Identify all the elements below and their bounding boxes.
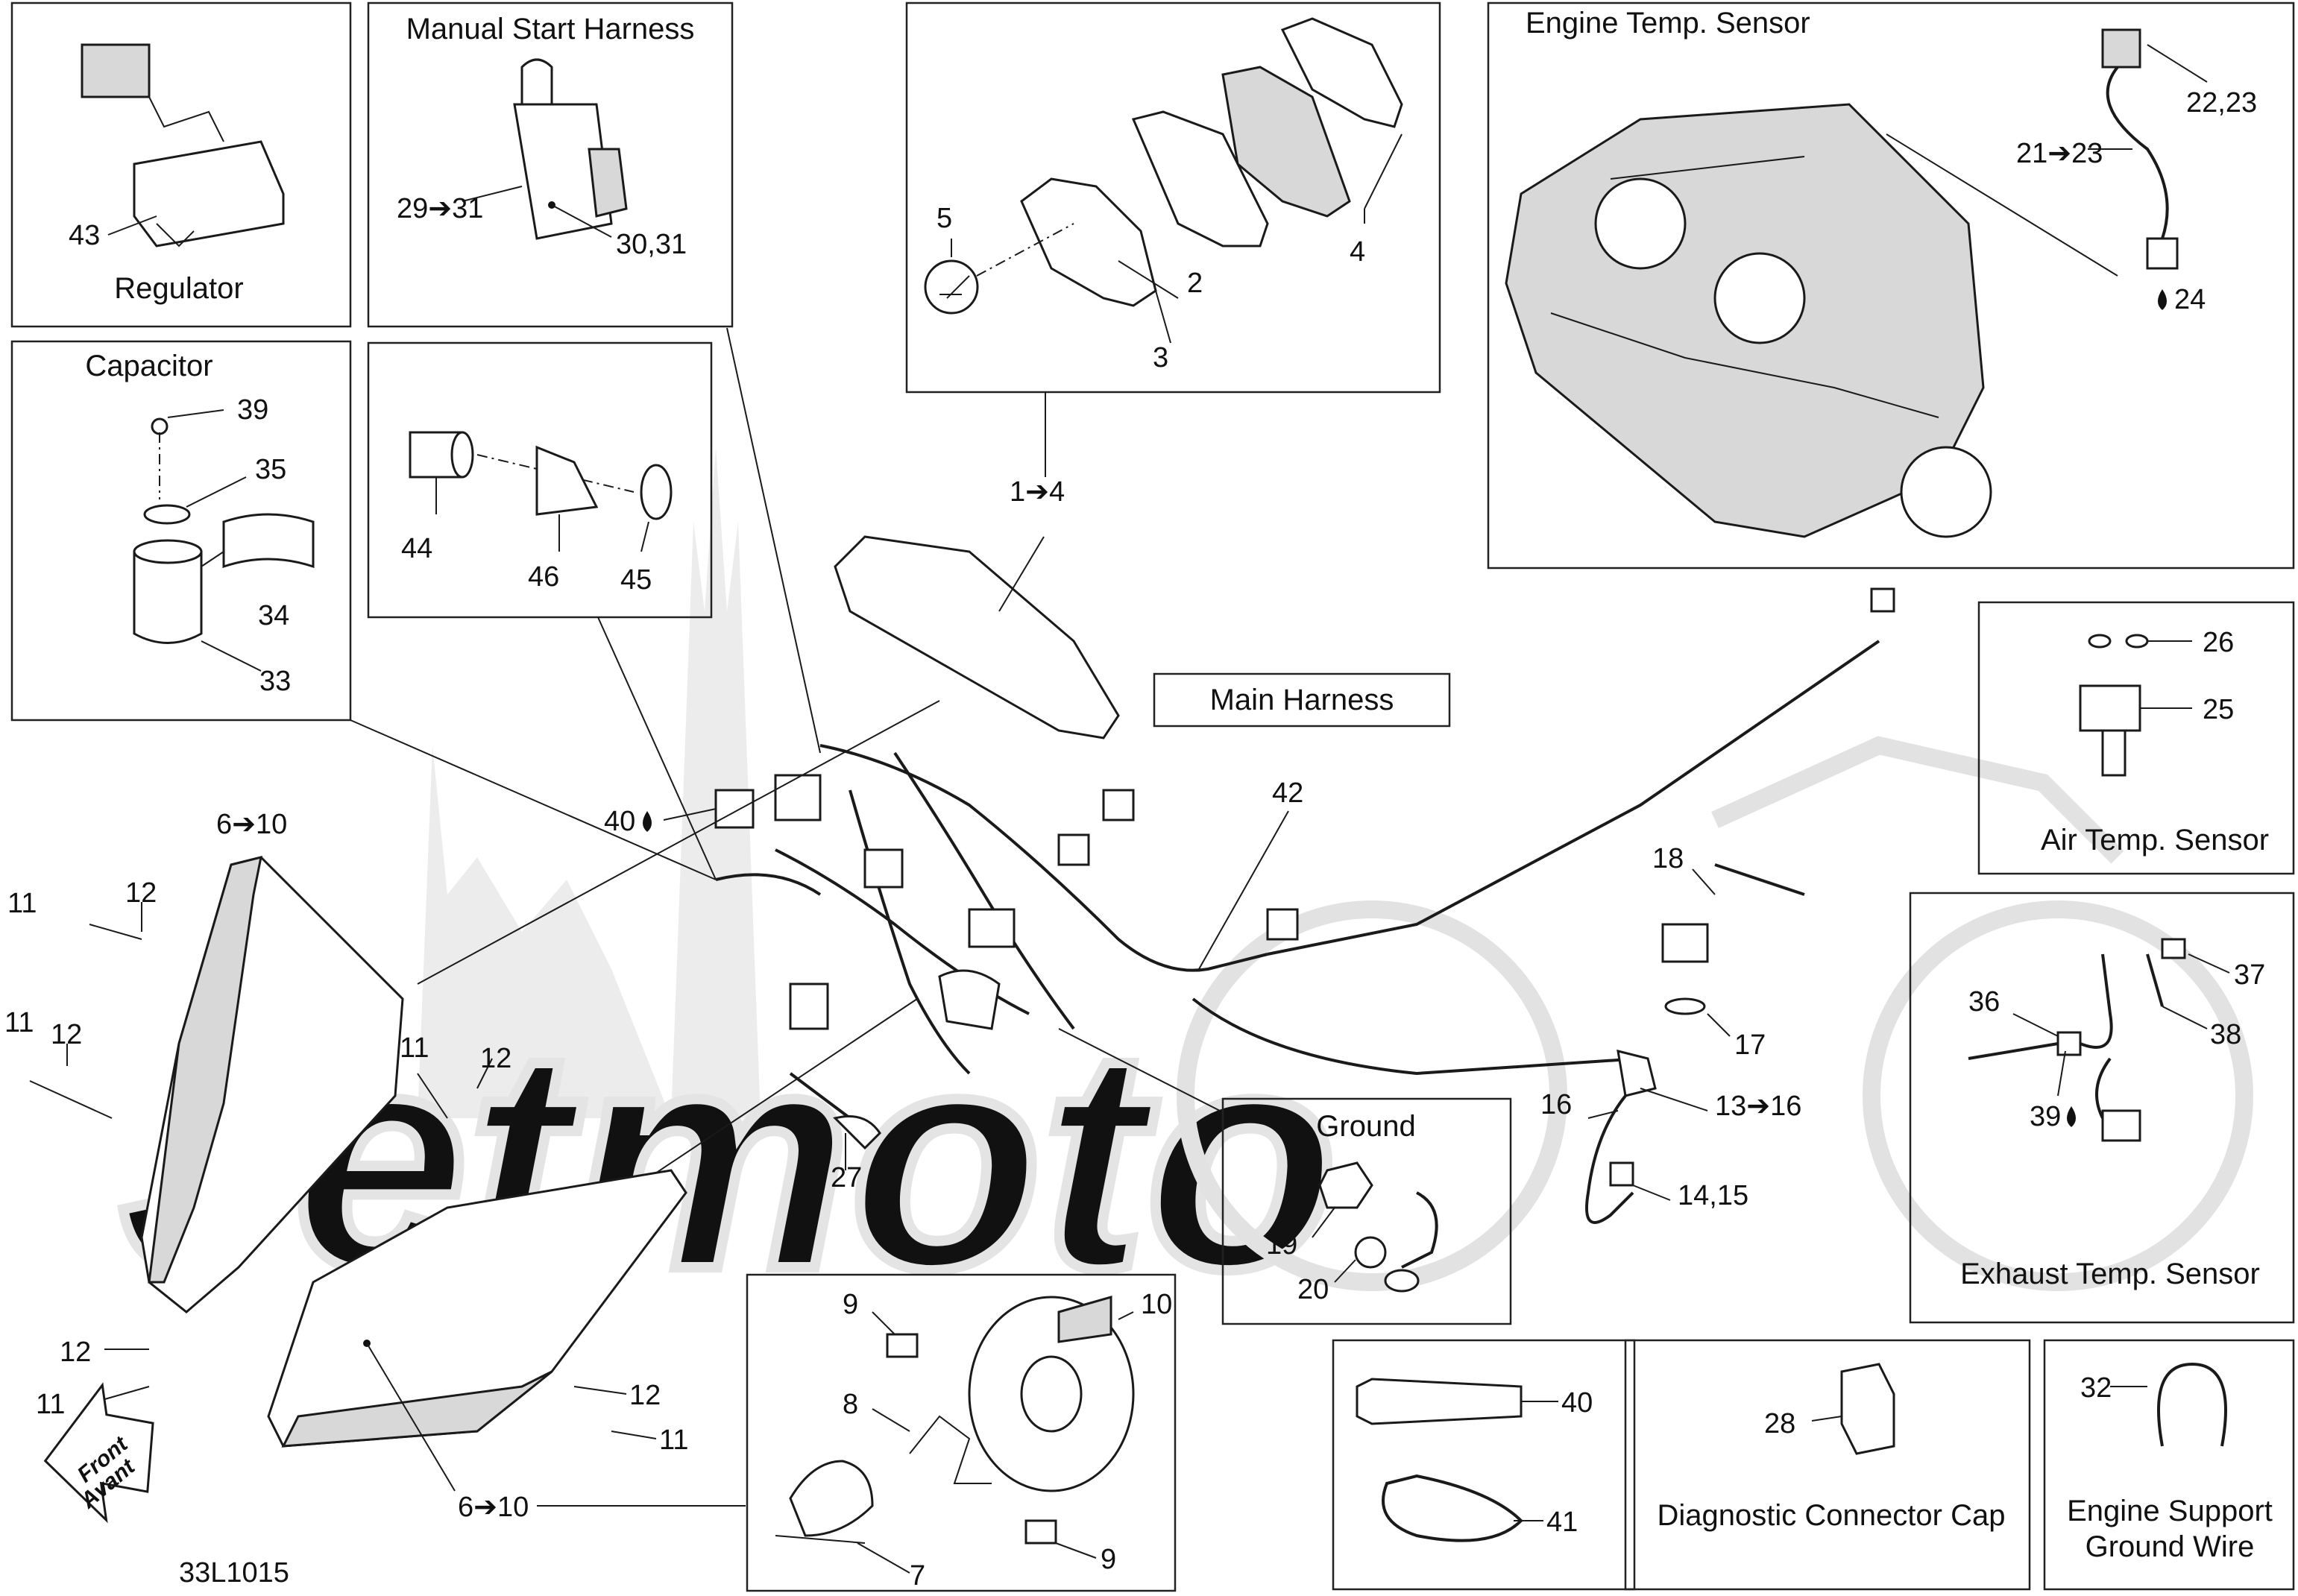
callout-27: 27	[831, 1162, 862, 1193]
headlight-right: 11 12 12 11 6➔10	[267, 1032, 746, 1523]
callout-24: 24	[2174, 284, 2206, 315]
grease-clamp-box: 40 41	[1332, 1339, 1636, 1591]
bulb-group-box: 9 10 8 7 9	[746, 1273, 1177, 1592]
callout-17: 17	[1734, 1029, 1766, 1061]
regulator-box: 43 Regulator	[10, 1, 352, 328]
callout-3: 3	[1153, 342, 1168, 373]
callout-37: 37	[2234, 959, 2265, 991]
callout-11-d: 11	[36, 1389, 65, 1420]
manual-start-harness-title: Manual Start Harness	[406, 13, 695, 45]
callout-36: 36	[1968, 986, 2000, 1018]
callout-11-b: 11	[4, 1007, 34, 1038]
callout-39-ex: 39	[2030, 1101, 2061, 1132]
main-harness-label: Main Harness 42	[1153, 672, 1451, 970]
air-temp-sensor-box: 26 25 Air Temp. Sensor	[1977, 601, 2295, 875]
tether-cord: 18 17 16 13➔16 14,15	[1540, 843, 1805, 1224]
ground-title: Ground	[1316, 1110, 1415, 1143]
callout-30-31: 30,31	[616, 229, 687, 260]
engine-temp-sensor-box: Engine Temp. Sensor 22,23 21➔23 24	[1487, 1, 2295, 570]
callout-29-31: 29➔31	[397, 193, 483, 224]
leader-line	[597, 616, 717, 880]
callout-34: 34	[258, 600, 289, 631]
callout-9-a: 9	[843, 1289, 858, 1320]
callout-28: 28	[1764, 1408, 1795, 1439]
callout-26: 26	[2203, 627, 2234, 658]
callout-40: 40	[604, 806, 635, 837]
callout-12-a: 12	[125, 877, 157, 909]
callout-5: 5	[936, 203, 952, 234]
callout-12-c: 12	[480, 1043, 511, 1074]
air-temp-sensor-title: Air Temp. Sensor	[2041, 824, 2269, 857]
engine-support-ground-wire-box: 32 Engine Support Ground Wire	[2043, 1339, 2295, 1591]
diagram-code: 33L1015	[179, 1557, 289, 1589]
callout-14-15: 14,15	[1678, 1180, 1748, 1211]
callout-46: 46	[528, 561, 559, 593]
callout-38: 38	[2210, 1019, 2241, 1050]
engine-support-ground-wire-title-2: Ground Wire	[2085, 1530, 2255, 1563]
callout-21-23: 21➔23	[2016, 138, 2103, 169]
callout-8: 8	[843, 1389, 858, 1420]
callout-11-c: 11	[400, 1032, 429, 1064]
callout-12-b: 12	[51, 1019, 82, 1050]
callout-25: 25	[2203, 694, 2234, 725]
callout-43: 43	[69, 220, 100, 251]
leader-line	[350, 719, 717, 880]
callout-6-10-top: 6➔10	[216, 809, 287, 840]
drop-icon	[643, 811, 652, 832]
main-harness-drawing: 27 1➔4 40	[604, 476, 1895, 1193]
diagnostic-connector-cap-box: 28 Diagnostic Connector Cap	[1624, 1339, 2031, 1591]
leader-line	[1058, 1028, 1221, 1111]
capacitor-title: Capacitor	[85, 350, 213, 382]
callout-7: 7	[910, 1560, 925, 1592]
callout-35: 35	[255, 454, 286, 485]
watermark-logo: Jetmoto	[114, 447, 2253, 1340]
callout-9-b: 9	[1101, 1544, 1116, 1575]
engine-temp-sensor-title: Engine Temp. Sensor	[1526, 7, 1810, 40]
manual-start-harness-box: Manual Start Harness 29➔31 30,31	[367, 1, 734, 328]
callout-11-a: 11	[7, 888, 37, 919]
engine-support-ground-wire-title-1: Engine Support	[2067, 1495, 2273, 1527]
callout-41: 41	[1546, 1507, 1578, 1538]
callout-20: 20	[1297, 1274, 1329, 1305]
callout-33: 33	[259, 666, 291, 697]
regulator-title: Regulator	[114, 272, 243, 305]
exhaust-temp-sensor-title: Exhaust Temp. Sensor	[1960, 1258, 2260, 1290]
callout-4: 4	[1350, 236, 1365, 268]
callout-2: 2	[1187, 268, 1203, 299]
callout-6-10-bottom: 6➔10	[458, 1492, 529, 1523]
drop-icon	[2067, 1106, 2076, 1127]
main-harness-title: Main Harness	[1210, 684, 1394, 716]
capacitor-box: Capacitor 39 35 34 33	[10, 340, 352, 722]
callout-16: 16	[1540, 1089, 1572, 1120]
callout-45: 45	[620, 564, 652, 596]
callout-1-4: 1➔4	[1010, 476, 1065, 508]
callout-40-grease: 40	[1561, 1387, 1593, 1419]
callout-11-e: 11	[659, 1425, 688, 1456]
leader-line	[726, 327, 821, 754]
callout-39-cap: 39	[237, 394, 268, 426]
exhaust-temp-sensor-box: 36 37 38 39 Exhaust Temp. Sensor	[1909, 892, 2295, 1324]
callout-44: 44	[401, 533, 432, 564]
callout-19: 19	[1266, 1229, 1297, 1261]
callout-22-23: 22,23	[2186, 87, 2257, 119]
callout-10: 10	[1141, 1289, 1172, 1320]
callout-12-d: 12	[60, 1337, 91, 1368]
connector-group-box: 44 46 45	[367, 341, 713, 619]
callout-13-16: 13➔16	[1715, 1091, 1801, 1122]
callout-18: 18	[1652, 843, 1684, 874]
ground-box: Ground 19 20	[1221, 1097, 1512, 1325]
leader-line	[417, 700, 940, 985]
callout-32: 32	[2080, 1372, 2112, 1404]
headlight-left: 6➔10 11 12 11 12 12 11	[4, 809, 404, 1420]
callout-12-e: 12	[629, 1380, 661, 1411]
drop-icon	[2158, 289, 2167, 310]
diagnostic-connector-cap-title: Diagnostic Connector Cap	[1658, 1499, 2006, 1532]
callout-42: 42	[1272, 778, 1303, 809]
gauge-box: 5 3 2 4	[905, 1, 1441, 394]
